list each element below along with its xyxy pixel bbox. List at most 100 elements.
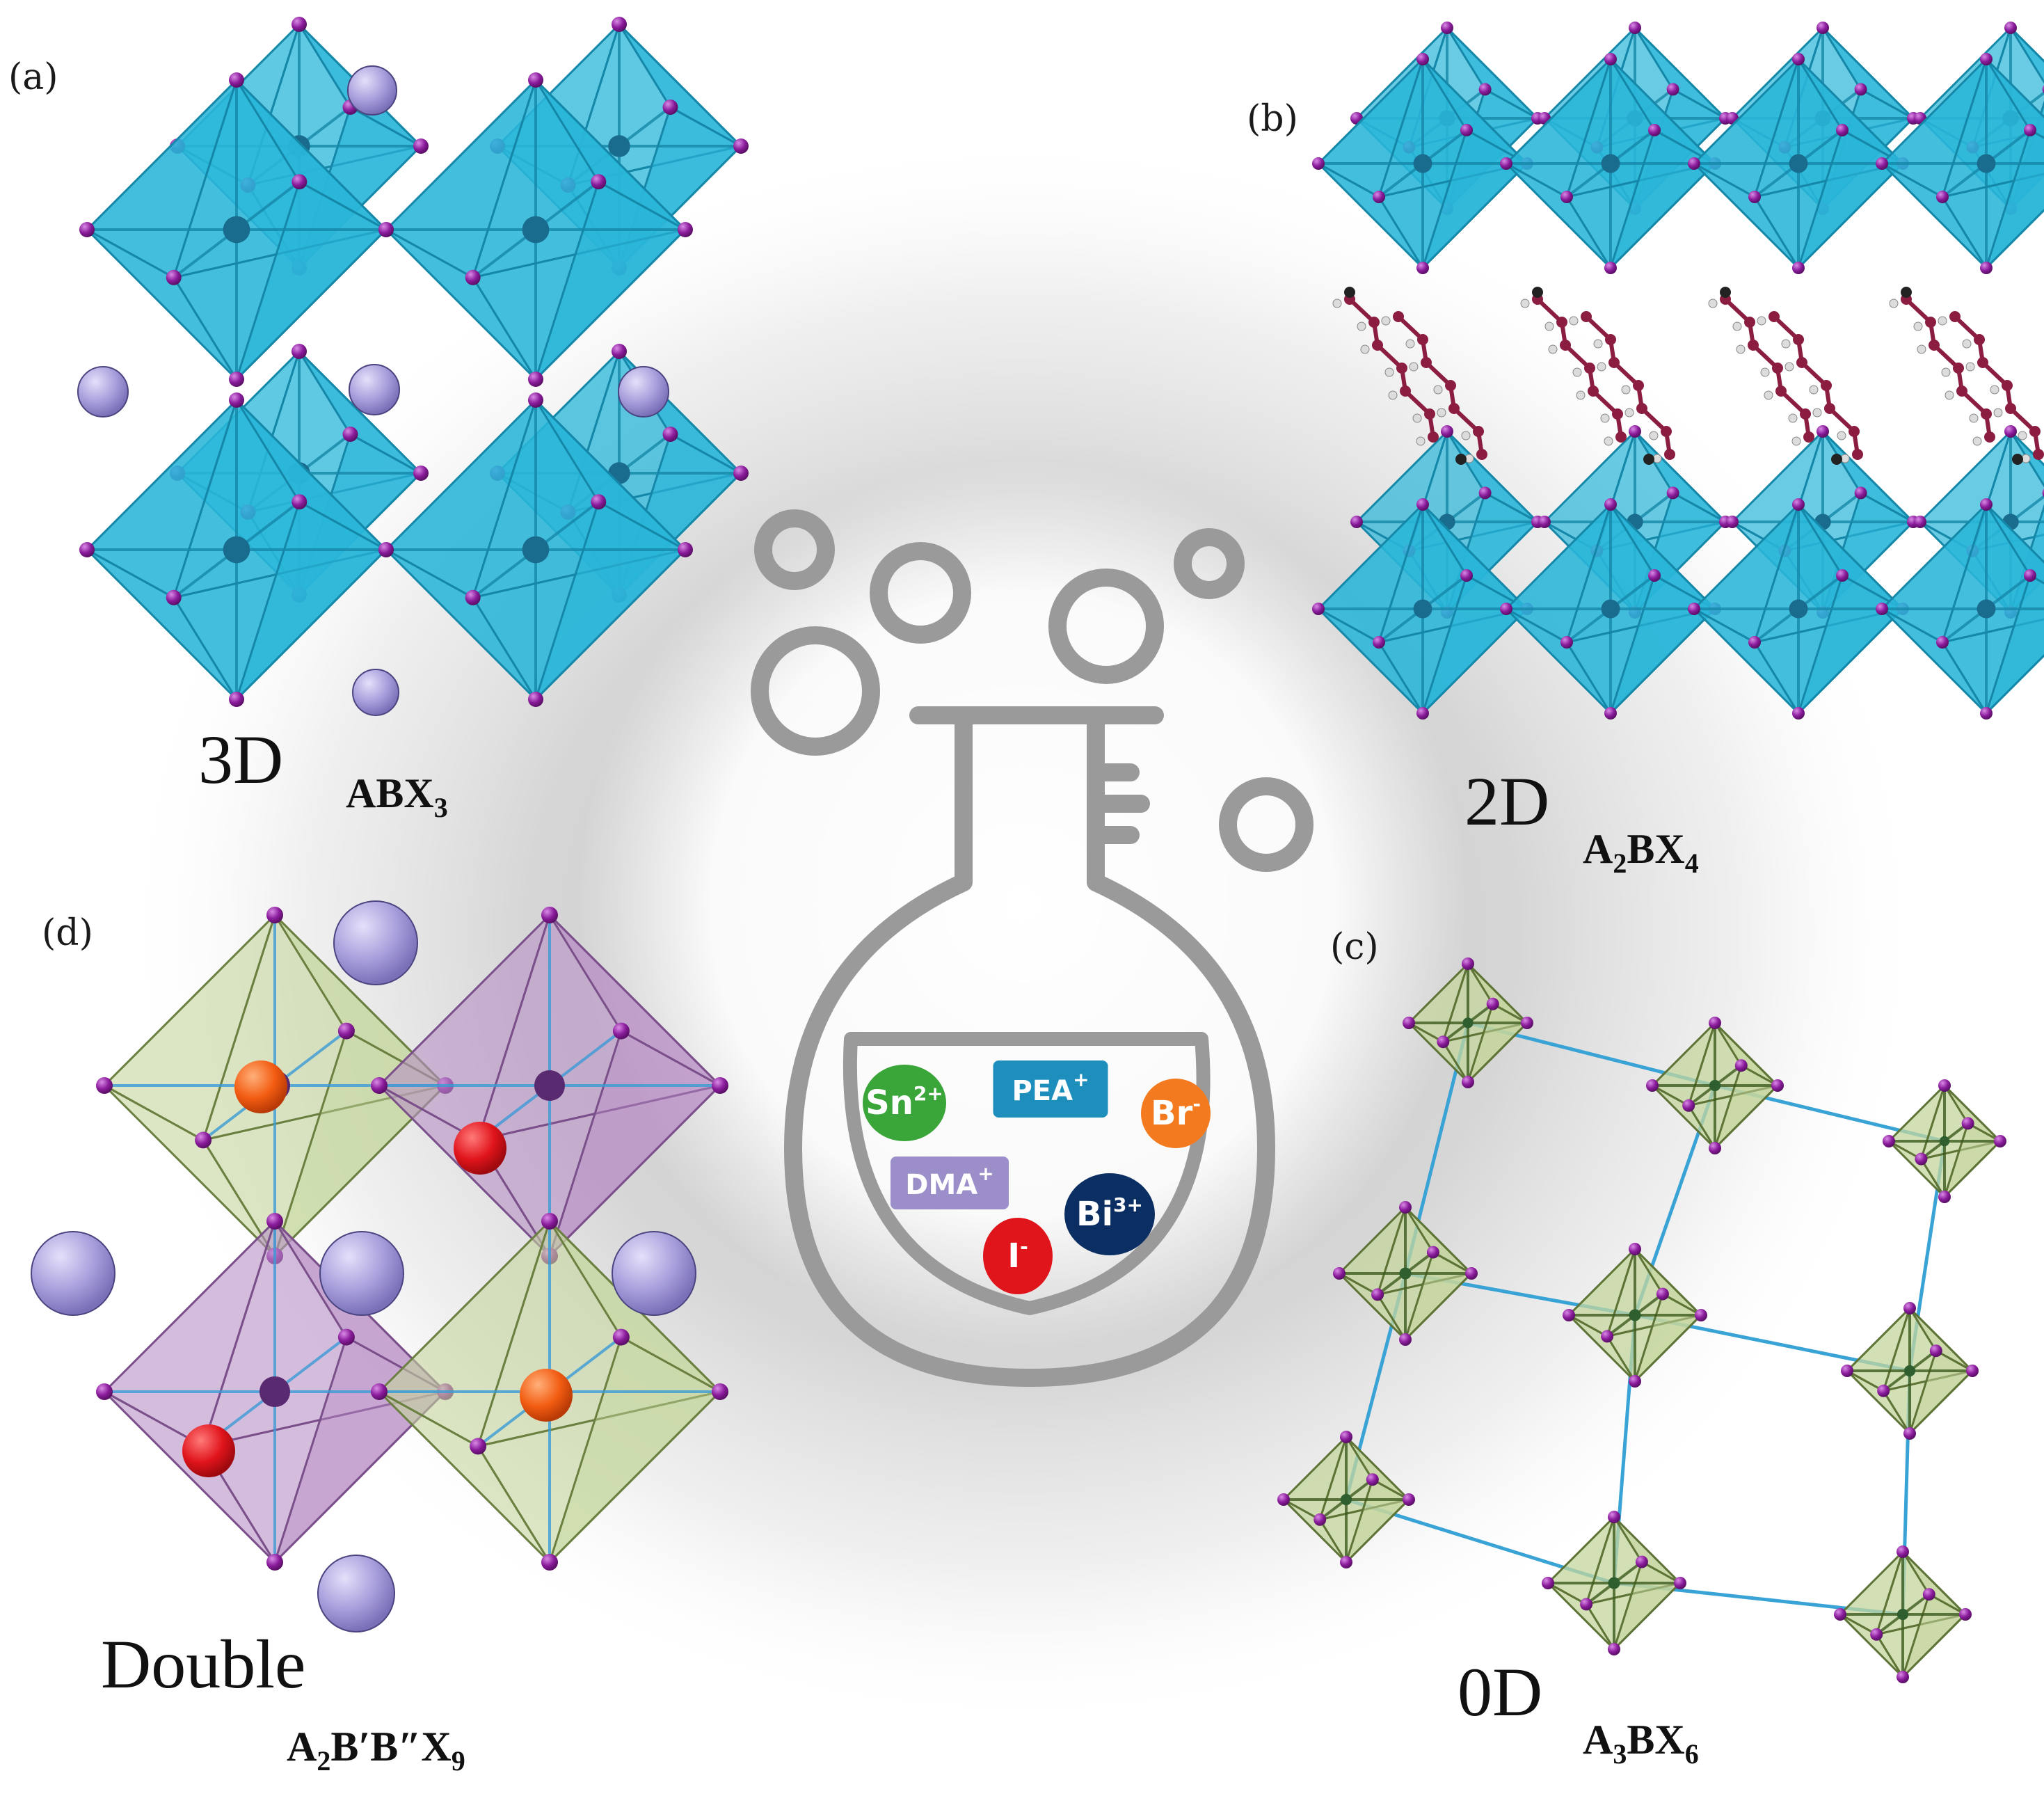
carbon-atom bbox=[1981, 408, 1992, 420]
halide-atom bbox=[1792, 707, 1805, 720]
halide-atom bbox=[1403, 1493, 1415, 1506]
halide-atom bbox=[528, 392, 543, 408]
octahedron bbox=[1876, 498, 2044, 720]
organic-spacer-molecule bbox=[1332, 287, 1487, 465]
halide-atom bbox=[1980, 707, 1993, 720]
hydrogen-atom bbox=[1600, 413, 1610, 423]
halide-atom bbox=[1629, 1243, 1641, 1255]
halide-atom bbox=[1426, 1246, 1439, 1259]
carbon-atom bbox=[1560, 340, 1571, 351]
halide-atom bbox=[1371, 1288, 1384, 1301]
halide-atom bbox=[229, 72, 244, 88]
octahedron bbox=[1563, 1243, 1707, 1388]
a-site-cation bbox=[31, 1231, 115, 1316]
octahedron bbox=[1841, 1302, 1979, 1440]
halide-atom bbox=[1883, 1135, 1895, 1147]
halide-atom bbox=[413, 466, 429, 481]
ion-badge: Sn2+ bbox=[863, 1065, 946, 1141]
formula-a2bx4: A2BX4 bbox=[1583, 826, 1699, 879]
b-prime-atom bbox=[520, 1369, 573, 1422]
halide-atom bbox=[1399, 1333, 1412, 1346]
halide-atom bbox=[1608, 1643, 1620, 1655]
halide-atom bbox=[1478, 486, 1492, 500]
halide-atom bbox=[1366, 1473, 1379, 1486]
halide-atom bbox=[1682, 1099, 1695, 1112]
halide-atom bbox=[1666, 486, 1679, 500]
carbon-atom bbox=[1661, 426, 1672, 437]
carbon-atom bbox=[1824, 403, 1835, 414]
formula-subscript: 3 bbox=[434, 792, 448, 823]
halide-atom bbox=[612, 344, 627, 359]
organic-spacer-molecule bbox=[1708, 287, 1863, 465]
b-site-atom bbox=[1413, 599, 1432, 619]
halide-atom bbox=[1629, 425, 1641, 438]
b-site-atom bbox=[223, 536, 250, 564]
hydrogen-atom bbox=[1837, 431, 1846, 440]
halide-atom bbox=[1936, 191, 1949, 203]
halide-atom bbox=[1646, 1079, 1659, 1092]
organic-spacer-molecule bbox=[1520, 287, 1675, 465]
halide-atom bbox=[1441, 22, 1453, 34]
halide-atom bbox=[1748, 636, 1761, 649]
formula-subscript: 3 bbox=[1613, 1738, 1627, 1770]
halide-atom bbox=[712, 1383, 728, 1400]
b-site-atom bbox=[259, 1376, 291, 1408]
b-site-atom bbox=[1903, 1365, 1916, 1377]
ion-label: Sn2+ bbox=[865, 1082, 943, 1122]
halide-atom bbox=[1656, 1287, 1669, 1301]
formula-subscript: 9 bbox=[452, 1745, 465, 1777]
hydrogen-atom bbox=[1889, 299, 1899, 308]
ion-shape bbox=[863, 1065, 946, 1141]
ion-badge: PEA+ bbox=[993, 1060, 1108, 1118]
hydrogen-atom bbox=[1621, 385, 1631, 395]
halide-atom bbox=[1726, 516, 1739, 528]
carbon-atom bbox=[1974, 334, 1985, 345]
halide-atom bbox=[712, 1077, 728, 1094]
halide-atom bbox=[1478, 83, 1492, 96]
hydrogen-atom bbox=[2018, 431, 2027, 440]
carbon-atom bbox=[1929, 340, 1940, 351]
bubble-icon bbox=[870, 542, 971, 644]
halide-atom bbox=[1399, 1201, 1412, 1214]
halide-atom bbox=[1666, 83, 1679, 96]
halide-atom bbox=[2042, 488, 2044, 498]
halide-atom bbox=[1966, 1365, 1979, 1377]
carbon-atom bbox=[1368, 317, 1380, 328]
hydrogen-atom bbox=[1461, 431, 1471, 440]
octahedron-face bbox=[534, 500, 687, 701]
halide-atom bbox=[2004, 22, 2017, 34]
ion-symbol: PEA bbox=[1012, 1075, 1073, 1107]
halide-atom bbox=[612, 1022, 630, 1040]
halide-atom bbox=[1312, 603, 1325, 615]
halide-atom bbox=[1460, 124, 1473, 136]
halide-atom bbox=[1994, 1135, 2006, 1147]
halide-atom bbox=[1929, 1344, 1942, 1358]
dimension-label-0d: 0D bbox=[1458, 1653, 1542, 1731]
b-site-atom bbox=[522, 216, 550, 244]
ion-shape bbox=[1141, 1079, 1211, 1148]
hydrogen-atom bbox=[1962, 339, 1972, 349]
halide-atom bbox=[1734, 1059, 1748, 1072]
halide-atom bbox=[1462, 957, 1474, 970]
panel-c-0d-structure bbox=[1277, 957, 2006, 1683]
carbon-atom bbox=[1372, 340, 1383, 351]
halide-atom bbox=[1792, 262, 1805, 274]
halide-atom bbox=[1350, 516, 1363, 528]
halide-atom bbox=[1486, 997, 1499, 1010]
halide-atom bbox=[266, 1213, 283, 1230]
halide-atom bbox=[1604, 262, 1617, 274]
carbon-atom bbox=[1424, 408, 1435, 420]
b-site-atom bbox=[1601, 599, 1620, 619]
halide-atom bbox=[378, 222, 394, 237]
carbon-atom bbox=[1852, 449, 1863, 460]
halide-atom bbox=[1938, 1079, 1951, 1092]
a-site-cation bbox=[77, 366, 129, 418]
octahedron-face bbox=[1985, 58, 2044, 139]
b-site-atom bbox=[1977, 599, 1996, 619]
ion-label: Br- bbox=[1151, 1092, 1201, 1133]
halide-atom bbox=[1542, 1577, 1554, 1589]
halide-atom bbox=[1980, 498, 1993, 511]
halide-atom bbox=[465, 269, 481, 285]
hydrogen-atom bbox=[1791, 436, 1801, 446]
ion-shape bbox=[891, 1157, 1009, 1209]
